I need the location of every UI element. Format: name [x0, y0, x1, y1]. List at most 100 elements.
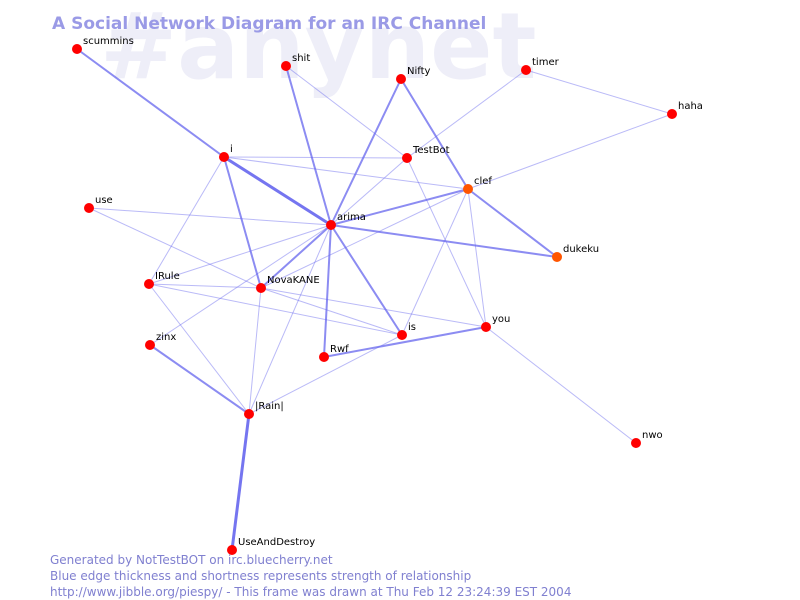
node-label: Rwf [330, 344, 349, 355]
node-dot[interactable] [227, 545, 237, 555]
node-label: |Rain| [255, 401, 284, 412]
node-IRain[interactable]: |Rain| [244, 401, 284, 419]
edge-i-clef [223, 156, 469, 190]
node-label: nwo [642, 430, 663, 441]
node-dot[interactable] [463, 184, 473, 194]
node-label: i [230, 144, 233, 155]
node-label: NovaKANE [267, 275, 320, 286]
edge-arima-IRule [148, 224, 332, 285]
node-label: dukeku [563, 244, 599, 255]
edge-NovaKANE-is [260, 287, 403, 336]
edge-IRain-UseAndDestroy [230, 412, 251, 552]
edge-IRule-IRain [148, 283, 250, 415]
channel-watermark: #anynet [100, 0, 537, 100]
edge-clef-arima [330, 188, 469, 226]
node-dot[interactable] [521, 65, 531, 75]
node-dot[interactable] [72, 44, 82, 54]
node-haha[interactable]: haha [667, 101, 703, 119]
node-shit[interactable]: shit [281, 53, 310, 71]
node-dot[interactable] [281, 61, 291, 71]
edge-IRule-NovaKANE [148, 283, 262, 289]
edge-Nifty-clef [400, 78, 469, 190]
node-dot[interactable] [552, 252, 562, 262]
edge-haha-clef [467, 113, 673, 190]
node-dot[interactable] [145, 340, 155, 350]
node-timer[interactable]: timer [521, 57, 560, 75]
footer-url-timestamp[interactable]: http://www.jibble.org/piespy/ - This fra… [50, 585, 571, 599]
edge-clef-NovaKANE [260, 188, 469, 289]
node-label: TestBot [412, 145, 450, 156]
edge-arima-NovaKANE [260, 224, 332, 289]
node-dot[interactable] [84, 203, 94, 213]
node-dot[interactable] [326, 220, 336, 230]
edge-scummins-i [76, 48, 225, 158]
node-dot[interactable] [396, 74, 406, 84]
node-label: is [408, 322, 416, 333]
node-NovaKANE[interactable]: NovaKANE [256, 275, 320, 293]
footer-legend-note: Blue edge thickness and shortness repres… [50, 569, 471, 583]
node-UseAndDestroy[interactable]: UseAndDestroy [227, 537, 315, 555]
node-label: Nifty [407, 66, 431, 77]
edge-clef-is [401, 188, 469, 336]
edge-timer-TestBot [406, 69, 527, 159]
node-label: haha [678, 101, 703, 112]
edge-use-arima [88, 207, 332, 226]
node-i[interactable]: i [219, 144, 233, 162]
edge-NovaKANE-you [260, 287, 487, 328]
node-dot[interactable] [144, 279, 154, 289]
node-label: arima [337, 212, 366, 223]
node-IRule[interactable]: IRule [144, 271, 180, 289]
node-label: zinx [156, 332, 176, 343]
node-dot[interactable] [256, 283, 266, 293]
edge-timer-haha [525, 69, 673, 115]
node-you[interactable]: you [481, 314, 510, 332]
edge-Nifty-arima [330, 78, 402, 226]
node-nwo[interactable]: nwo [631, 430, 663, 448]
node-label: scummins [83, 36, 134, 47]
node-Rwf[interactable]: Rwf [319, 344, 349, 362]
node-use[interactable]: use [84, 195, 113, 213]
node-dot[interactable] [397, 330, 407, 340]
node-label: shit [292, 53, 310, 64]
node-dot[interactable] [667, 109, 677, 119]
edge-you-nwo [485, 326, 637, 444]
edge-clef-you [467, 188, 487, 328]
edge-zinx-IRain [149, 344, 250, 415]
edge-shit-TestBot [285, 65, 408, 159]
edge-arima-dukeku [330, 224, 558, 258]
node-Nifty[interactable]: Nifty [396, 66, 431, 84]
edges-layer [76, 48, 673, 552]
edge-use-NovaKANE [88, 207, 262, 289]
node-dukeku[interactable]: dukeku [552, 244, 599, 262]
footer-generated-by: Generated by NotTestBOT on irc.bluecherr… [50, 553, 333, 567]
node-dot[interactable] [244, 409, 254, 419]
edge-Rwf-you [323, 326, 487, 358]
node-scummins[interactable]: scummins [72, 36, 134, 54]
node-TestBot[interactable]: TestBot [402, 145, 450, 163]
node-dot[interactable] [319, 352, 329, 362]
node-dot[interactable] [219, 152, 229, 162]
edge-shit-arima [285, 65, 332, 226]
node-is[interactable]: is [397, 322, 416, 340]
edge-i-IRule [148, 156, 225, 285]
edge-i-TestBot [223, 156, 408, 159]
node-label: IRule [155, 271, 180, 282]
node-clef[interactable]: clef [463, 176, 492, 194]
edge-NovaKANE-IRain [248, 287, 262, 415]
edge-arima-zinx [149, 224, 332, 346]
edge-IRule-is [148, 283, 403, 336]
node-dot[interactable] [631, 438, 641, 448]
edge-TestBot-you [406, 157, 487, 328]
node-arima[interactable]: arima [326, 212, 366, 230]
edge-clef-dukeku [467, 188, 558, 258]
edge-i-NovaKANE [223, 156, 262, 289]
node-zinx[interactable]: zinx [145, 332, 176, 350]
node-dot[interactable] [481, 322, 491, 332]
node-label: you [492, 314, 510, 325]
node-dot[interactable] [402, 153, 412, 163]
node-label: clef [474, 176, 492, 187]
node-label: timer [532, 57, 560, 68]
edge-arima-Rwf [323, 224, 332, 358]
